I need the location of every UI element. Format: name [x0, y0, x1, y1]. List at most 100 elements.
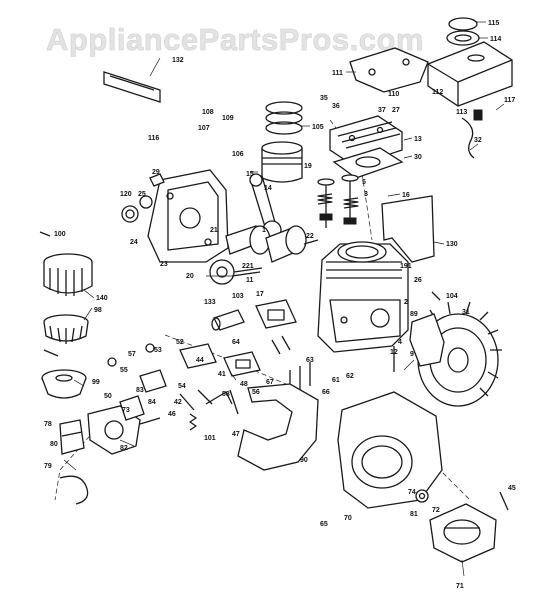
callout: 35	[320, 95, 328, 102]
callout: 58	[222, 391, 230, 398]
callout: 98	[94, 307, 102, 314]
callout: 1	[262, 227, 266, 234]
callout: 2	[404, 299, 408, 306]
bearing	[139, 195, 153, 209]
bolts	[179, 291, 441, 451]
callout: 72	[432, 507, 440, 514]
blower-housing	[337, 391, 443, 509]
callout: 81	[410, 511, 418, 518]
callout: 106	[232, 151, 244, 158]
assembly-line	[164, 334, 301, 391]
crankcase-cover	[147, 169, 229, 263]
callout: 3	[364, 191, 368, 198]
callout: 117	[504, 97, 515, 104]
callout: 29	[152, 169, 160, 176]
callout: 221	[242, 263, 254, 270]
callout-labels: 115 114 132 111 35 36 37 27 112 117 113 …	[44, 20, 516, 590]
callout: 56	[252, 389, 260, 396]
callout: 133	[204, 299, 216, 306]
callout: 67	[266, 379, 274, 386]
callout: 111	[332, 70, 343, 77]
callout: 78	[44, 421, 52, 428]
callout: 48	[240, 381, 248, 388]
callout: 32	[474, 137, 482, 144]
callout: 114	[490, 36, 501, 43]
washer	[415, 489, 429, 503]
callout: 105	[312, 124, 324, 131]
breather-tube	[211, 309, 245, 331]
callout: 108	[202, 109, 214, 116]
callout: 120	[120, 191, 132, 198]
gaskets	[179, 299, 297, 377]
callout: 79	[44, 463, 52, 470]
callout: 52	[176, 339, 184, 346]
tank-bracket	[349, 47, 429, 93]
callout: 70	[344, 515, 352, 522]
callout: 83	[136, 387, 144, 394]
leader-lines	[63, 21, 505, 577]
valve-springs	[317, 193, 359, 225]
seal	[125, 209, 135, 219]
callout: 101	[204, 435, 216, 442]
air-cleaner-base	[41, 369, 87, 399]
air-cleaner-cap	[446, 17, 480, 46]
callout: 53	[154, 347, 162, 354]
callout: 84	[148, 399, 156, 406]
callout: 104	[446, 293, 458, 300]
head-gasket	[332, 147, 404, 179]
callout: 30	[414, 154, 422, 161]
callout: 100	[54, 231, 66, 238]
callout: 46	[168, 411, 176, 418]
crankshaft	[225, 225, 319, 263]
callout: 15	[246, 171, 254, 178]
callout: 25	[138, 191, 146, 198]
fuel-line	[461, 109, 483, 159]
callout: 61	[332, 377, 340, 384]
callout: 71	[456, 583, 464, 590]
callout: 19	[304, 163, 312, 170]
screw	[499, 491, 509, 511]
callout: 89	[410, 311, 418, 318]
washer	[418, 492, 426, 500]
callout: 44	[196, 357, 204, 364]
spring	[189, 413, 197, 431]
callout: 116	[148, 135, 159, 142]
intake-parts	[107, 343, 167, 421]
callout: 66	[322, 389, 330, 396]
ignition-module	[409, 313, 445, 367]
callout: 130	[446, 241, 458, 248]
callout: 17	[256, 291, 264, 298]
callout: 82	[120, 445, 128, 452]
coil-plate	[381, 195, 435, 263]
callout: 36	[332, 103, 340, 110]
callout: 9	[410, 351, 414, 358]
callout: 99	[92, 379, 100, 386]
callout: 14	[264, 185, 272, 192]
callout: 65	[320, 521, 328, 528]
cylinder-block	[317, 241, 409, 353]
piston	[261, 141, 303, 183]
callout: 132	[172, 57, 184, 64]
plug	[149, 173, 165, 187]
callout: 110	[388, 91, 399, 98]
callout: 37	[378, 107, 386, 114]
baffle-plate	[103, 71, 161, 103]
callout: 47	[232, 431, 240, 438]
callout: 22	[306, 233, 314, 240]
engine-shroud	[237, 383, 319, 471]
callout: 57	[128, 351, 136, 358]
callout: 42	[174, 399, 182, 406]
callout: 74	[408, 489, 416, 496]
callout: 13	[414, 136, 422, 143]
callout: 55	[120, 367, 128, 374]
fuel-pipe	[59, 475, 89, 505]
recoil-starter	[429, 503, 497, 563]
piston-rings	[265, 101, 303, 135]
callout: 26	[414, 277, 422, 284]
callout: 31	[462, 309, 470, 316]
seal	[121, 205, 139, 223]
callout: 140	[96, 295, 108, 302]
callout: 11	[246, 277, 254, 284]
callout: 5	[362, 179, 366, 186]
callout: 12	[390, 349, 398, 356]
